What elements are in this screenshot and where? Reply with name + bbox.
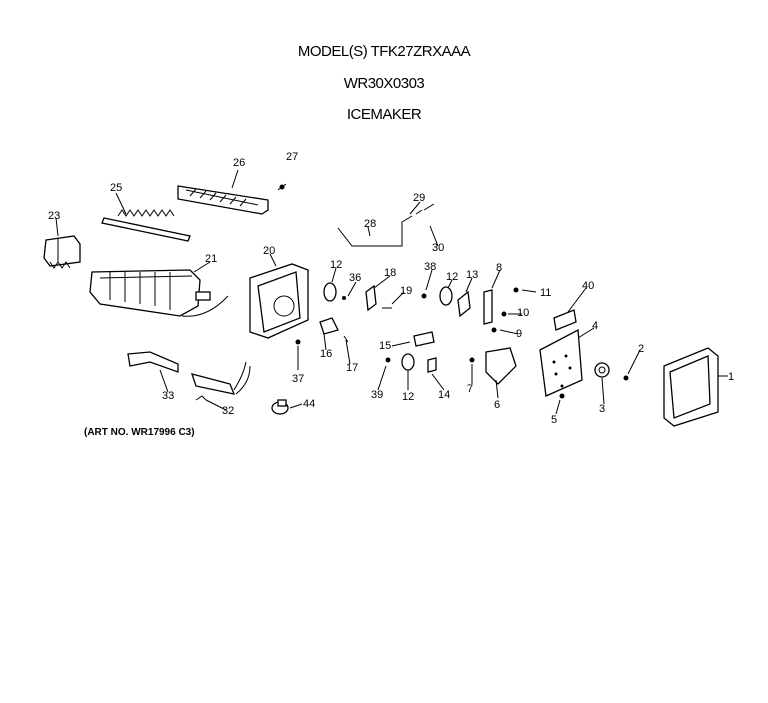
part-44-knob — [271, 399, 289, 415]
part-6-motor — [485, 347, 517, 385]
callout-17: 17 — [346, 362, 358, 374]
callout-44: 44 — [303, 398, 315, 410]
callout-39: 39 — [371, 389, 383, 401]
part-20-housing — [249, 263, 309, 339]
callout-12-a: 12 — [330, 259, 342, 271]
callout-27: 27 — [286, 151, 298, 163]
callout-12-c: 12 — [402, 391, 414, 403]
callout-13: 13 — [466, 269, 478, 281]
callout-1: 1 — [728, 371, 734, 383]
part-37-screw — [295, 339, 301, 345]
part-3-gear — [594, 362, 610, 378]
callout-10: 10 — [517, 307, 529, 319]
callout-6: 6 — [494, 399, 500, 411]
callout-8: 8 — [496, 262, 502, 274]
part-26-cover — [177, 185, 269, 215]
art-number: (ART NO. WR17996 C3) — [84, 427, 195, 438]
callout-29: 29 — [413, 192, 425, 204]
part-23-bracket — [43, 235, 81, 269]
callout-21: 21 — [205, 253, 217, 265]
callout-2: 2 — [638, 343, 644, 355]
part-4-plate — [539, 328, 583, 399]
callout-labels: 26 27 25 23 21 20 28 29 30 12 36 18 19 3… — [48, 151, 734, 426]
assembly-name: ICEMAKER — [346, 106, 422, 123]
part-25-rake — [101, 209, 191, 242]
callout-18: 18 — [384, 267, 396, 279]
callout-19: 19 — [400, 285, 412, 297]
callout-25: 25 — [110, 182, 122, 194]
callout-40: 40 — [582, 280, 594, 292]
part-27-screw — [277, 183, 287, 191]
callout-37: 37 — [292, 373, 304, 385]
small-parts-cluster — [319, 282, 519, 373]
part-40-clip — [553, 309, 577, 331]
callout-4: 4 — [592, 320, 598, 332]
part-33-fill-tube — [127, 351, 179, 373]
part-32-harness — [191, 361, 251, 401]
callout-33: 33 — [162, 390, 174, 402]
part-number: WR30X0303 — [343, 75, 425, 92]
callout-11: 11 — [540, 287, 551, 299]
callout-5: 5 — [551, 414, 557, 426]
callout-20: 20 — [263, 245, 275, 257]
callout-9: 9 — [516, 328, 522, 340]
callout-12-b: 12 — [446, 271, 458, 283]
callout-30: 30 — [432, 242, 444, 254]
callout-32: 32 — [222, 405, 234, 417]
callout-14: 14 — [438, 389, 450, 401]
callout-3: 3 — [599, 403, 605, 415]
callout-15: 15 — [379, 340, 391, 352]
callout-36: 36 — [349, 272, 361, 284]
callout-16: 16 — [320, 348, 332, 360]
part-21-mold — [89, 269, 229, 317]
callout-7: 7 — [467, 383, 473, 395]
callout-26: 26 — [233, 157, 245, 169]
model-title: MODEL(S) TFK27ZRXAAA — [297, 43, 471, 60]
part-28-shutoff-arm — [337, 203, 435, 247]
callout-23: 23 — [48, 210, 60, 222]
callout-38: 38 — [424, 261, 436, 273]
part-2-screw — [623, 375, 629, 381]
part-1-cover — [663, 347, 719, 427]
callout-28: 28 — [364, 218, 376, 230]
leader-lines — [55, 169, 728, 415]
